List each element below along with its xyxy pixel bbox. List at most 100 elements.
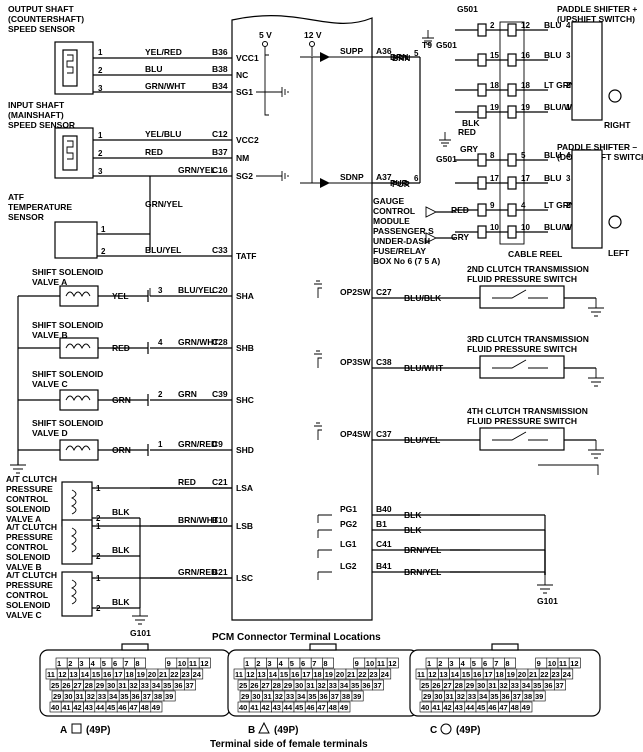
- svg-text:SHB: SHB: [236, 343, 254, 353]
- svg-text:2: 2: [68, 659, 72, 668]
- svg-text:B38: B38: [212, 64, 228, 74]
- svg-text:12: 12: [388, 659, 396, 668]
- svg-text:36: 36: [362, 681, 370, 690]
- svg-text:2: 2: [566, 201, 571, 210]
- svg-text:B10: B10: [212, 515, 228, 525]
- svg-text:FLUID PRESSURE SWITCH: FLUID PRESSURE SWITCH: [467, 274, 577, 284]
- svg-text:29: 29: [53, 692, 61, 701]
- svg-text:UNDER-DASH: UNDER-DASH: [373, 236, 430, 246]
- svg-text:PG2: PG2: [340, 519, 357, 529]
- svg-text:49: 49: [152, 703, 160, 712]
- svg-text:(COUNTERSHAFT): (COUNTERSHAFT): [8, 14, 84, 24]
- svg-text:YEL/RED: YEL/RED: [145, 47, 182, 57]
- svg-text:4: 4: [521, 201, 526, 210]
- svg-text:22: 22: [358, 670, 366, 679]
- svg-text:SHIFT SOLENOID: SHIFT SOLENOID: [32, 369, 103, 379]
- svg-text:45: 45: [295, 703, 303, 712]
- svg-text:GRN: GRN: [178, 389, 197, 399]
- svg-text:T9: T9: [422, 40, 432, 50]
- svg-text:36: 36: [174, 681, 182, 690]
- svg-text:9: 9: [490, 201, 495, 210]
- svg-text:43: 43: [273, 703, 281, 712]
- svg-text:29: 29: [241, 692, 249, 701]
- svg-text:RED: RED: [178, 477, 196, 487]
- svg-text:SG1: SG1: [236, 87, 253, 97]
- svg-text:9: 9: [167, 659, 171, 668]
- svg-text:33: 33: [286, 692, 294, 701]
- svg-text:46: 46: [306, 703, 314, 712]
- svg-text:GRN/YEL: GRN/YEL: [145, 199, 183, 209]
- svg-text:GRY: GRY: [451, 232, 469, 242]
- svg-text:34: 34: [297, 692, 306, 701]
- svg-text:BRN: BRN: [392, 53, 410, 63]
- input-shaft-sensor: INPUT SHAFT (MAINSHAFT) SPEED SENSOR 1 2…: [8, 100, 103, 179]
- svg-text:3: 3: [449, 659, 453, 668]
- svg-text:2ND CLUTCH TRANSMISSION: 2ND CLUTCH TRANSMISSION: [467, 264, 589, 274]
- svg-text:1: 1: [566, 223, 571, 232]
- svg-text:21: 21: [159, 670, 167, 679]
- svg-text:45: 45: [107, 703, 115, 712]
- svg-text:BLK: BLK: [462, 118, 480, 128]
- svg-text:34: 34: [479, 692, 488, 701]
- svg-text:17: 17: [302, 670, 310, 679]
- svg-text:6: 6: [113, 659, 117, 668]
- svg-text:B21: B21: [212, 567, 228, 577]
- svg-text:41: 41: [432, 703, 440, 712]
- svg-text:19: 19: [521, 103, 530, 112]
- svg-text:BLU: BLU: [544, 50, 561, 60]
- svg-text:17: 17: [484, 670, 492, 679]
- svg-text:18: 18: [125, 670, 133, 679]
- svg-text:24: 24: [381, 670, 390, 679]
- svg-text:LT GRN: LT GRN: [544, 200, 575, 210]
- svg-text:A/T CLUTCH: A/T CLUTCH: [6, 522, 57, 532]
- svg-text:32: 32: [317, 681, 325, 690]
- svg-text:36: 36: [501, 692, 509, 701]
- svg-text:BLU: BLU: [544, 173, 561, 183]
- svg-text:SOLENOID: SOLENOID: [6, 504, 50, 514]
- svg-text:3: 3: [267, 659, 271, 668]
- svg-text:31: 31: [75, 692, 83, 701]
- svg-text:VCC1: VCC1: [236, 53, 259, 63]
- svg-text:31: 31: [118, 681, 126, 690]
- svg-text:6: 6: [483, 659, 487, 668]
- svg-text:1: 1: [57, 659, 61, 668]
- connector-footer: Terminal side of female terminals: [210, 739, 368, 750]
- svg-text:5: 5: [102, 659, 106, 668]
- svg-text:CONTROL: CONTROL: [6, 590, 48, 600]
- svg-text:CONTROL: CONTROL: [6, 494, 48, 504]
- g101-ground-left: G101: [130, 608, 151, 638]
- svg-text:32: 32: [275, 692, 283, 701]
- svg-text:14: 14: [451, 670, 460, 679]
- svg-text:ORN: ORN: [112, 445, 131, 455]
- svg-text:35: 35: [351, 681, 359, 690]
- svg-text:13: 13: [69, 670, 77, 679]
- connector-title: PCM Connector Terminal Locations: [212, 632, 381, 643]
- svg-text:VALVE A: VALVE A: [6, 514, 41, 524]
- svg-text:26: 26: [250, 681, 258, 690]
- svg-text:C33: C33: [212, 245, 228, 255]
- svg-text:PRESSURE: PRESSURE: [6, 484, 53, 494]
- svg-text:5: 5: [414, 49, 419, 58]
- svg-text:9: 9: [537, 659, 541, 668]
- svg-text:19: 19: [507, 670, 515, 679]
- svg-text:BLU: BLU: [544, 150, 561, 160]
- svg-text:10: 10: [490, 223, 499, 232]
- svg-text:28: 28: [455, 681, 463, 690]
- svg-text:6: 6: [301, 659, 305, 668]
- svg-text:42: 42: [73, 703, 81, 712]
- svg-text:28: 28: [273, 681, 281, 690]
- svg-text:9: 9: [355, 659, 359, 668]
- svg-text:15: 15: [462, 670, 470, 679]
- svg-text:15: 15: [280, 670, 288, 679]
- svg-text:4: 4: [279, 659, 284, 668]
- svg-text:LSB: LSB: [236, 521, 253, 531]
- svg-text:37: 37: [185, 681, 193, 690]
- svg-text:10: 10: [521, 223, 530, 232]
